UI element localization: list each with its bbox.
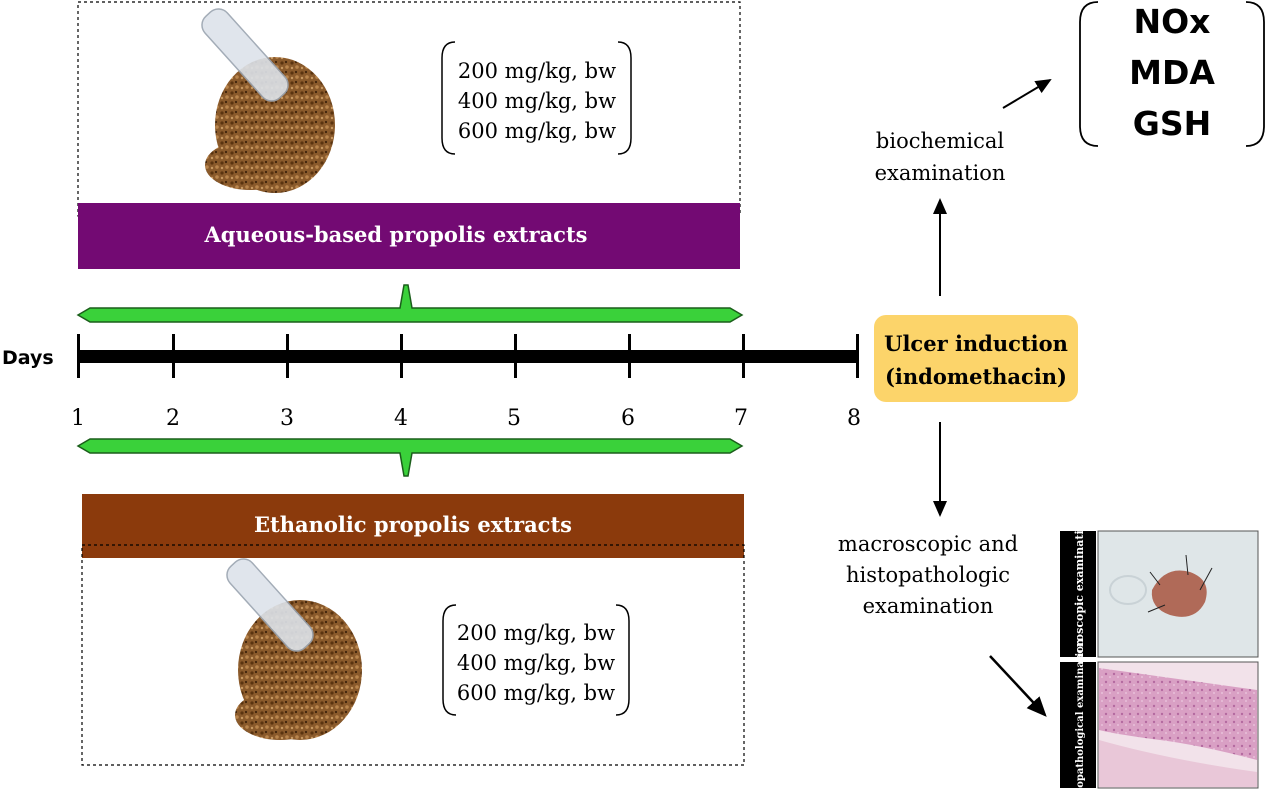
aqueous-propolis-image (201, 8, 335, 193)
ethanolic-dose-1: 200 mg/kg, bw (457, 621, 615, 645)
ethanolic-label: Ethanolic propolis extracts (254, 512, 572, 537)
day-label-2: 2 (166, 406, 180, 431)
day-label-3: 3 (280, 406, 294, 431)
timeline-ticks (77, 334, 859, 378)
timeline-day-labels: 1 2 3 4 5 6 7 8 (71, 406, 861, 431)
tick-day-1 (77, 334, 80, 378)
aqueous-dose-bracket-right (617, 41, 632, 155)
biochemical-line-1: biochemical (876, 129, 1004, 153)
arrow-to-markers (1002, 78, 1052, 109)
day-label-8: 8 (847, 406, 861, 431)
macroscopic-photo-panel: Macroscopic examination (1060, 515, 1259, 673)
day-label-1: 1 (71, 406, 85, 431)
histopathological-label-bar (1060, 662, 1096, 788)
day-label-6: 6 (621, 406, 635, 431)
marker-gsh: GSH (1133, 104, 1211, 143)
macroscopic-label: Macroscopic examination (1073, 515, 1086, 673)
timeline: Days 1 2 3 4 5 6 7 8 (2, 334, 861, 431)
histology-tissue-shape (1099, 668, 1257, 760)
ethanolic-dose-3: 600 mg/kg, bw (457, 681, 615, 705)
timeline-bar (78, 350, 858, 363)
ethanolic-panel: Ethanolic propolis extracts 200 mg/kg, b… (81, 494, 745, 766)
ulcer-induction-box: Ulcer induction (indomethacin) (874, 315, 1078, 402)
aqueous-dosing-arrow (76, 284, 744, 323)
ethanolic-label-bar (82, 494, 744, 558)
aqueous-label: Aqueous-based propolis extracts (204, 222, 588, 247)
ulcer-box-background (874, 315, 1078, 402)
markers-bracket-left (1079, 1, 1099, 147)
aqueous-dose-3: 600 mg/kg, bw (458, 119, 616, 143)
aqueous-dose-2: 400 mg/kg, bw (458, 89, 616, 113)
ulcer-line-2: (indomethacin) (885, 364, 1067, 389)
ethanolic-dose-bracket-left (442, 604, 457, 716)
ethanolic-propolis-image (226, 558, 362, 740)
stomach-tissue-shape (1151, 570, 1207, 617)
tick-day-3 (286, 334, 289, 378)
aqueous-dashed-box (77, 1, 741, 217)
ethanolic-dose-2: 400 mg/kg, bw (457, 651, 615, 675)
macro-line-1: macroscopic and (838, 532, 1018, 556)
macro-line-3: examination (863, 594, 994, 618)
aqueous-label-bar (78, 203, 740, 269)
aqueous-panel: 200 mg/kg, bw 400 mg/kg, bw 600 mg/kg, b… (77, 1, 741, 269)
tick-day-2 (172, 334, 175, 378)
day-label-4: 4 (394, 406, 408, 431)
tick-day-8 (856, 334, 859, 378)
biomarkers-box: NOx MDA GSH (1079, 1, 1265, 147)
ethanolic-dosing-arrow (76, 438, 744, 477)
day-label-5: 5 (507, 406, 521, 431)
tick-day-7 (742, 334, 745, 378)
markers-bracket-right (1245, 1, 1265, 147)
tick-day-6 (628, 334, 631, 378)
histopathological-label: Histopathological examination (1075, 638, 1086, 804)
aqueous-dose-1: 200 mg/kg, bw (458, 59, 616, 83)
ethanolic-dashed-box (81, 544, 745, 766)
day-label-7: 7 (734, 406, 748, 431)
marker-mda: MDA (1129, 53, 1215, 92)
aqueous-dose-bracket-left (441, 41, 456, 155)
tick-day-4 (400, 334, 403, 378)
biochemical-line-2: examination (875, 161, 1006, 185)
macro-line-2: histopathologic (846, 563, 1010, 587)
tick-day-5 (514, 334, 517, 378)
days-label: Days (2, 347, 54, 369)
marker-nox: NOx (1134, 2, 1211, 41)
histopathological-photo-panel: Histopathological examination (1060, 638, 1259, 804)
arrow-to-photos (989, 655, 1047, 717)
ulcer-line-1: Ulcer induction (884, 331, 1068, 356)
ethanolic-dose-bracket-right (615, 604, 630, 716)
macroscopic-label-bar (1060, 531, 1096, 657)
